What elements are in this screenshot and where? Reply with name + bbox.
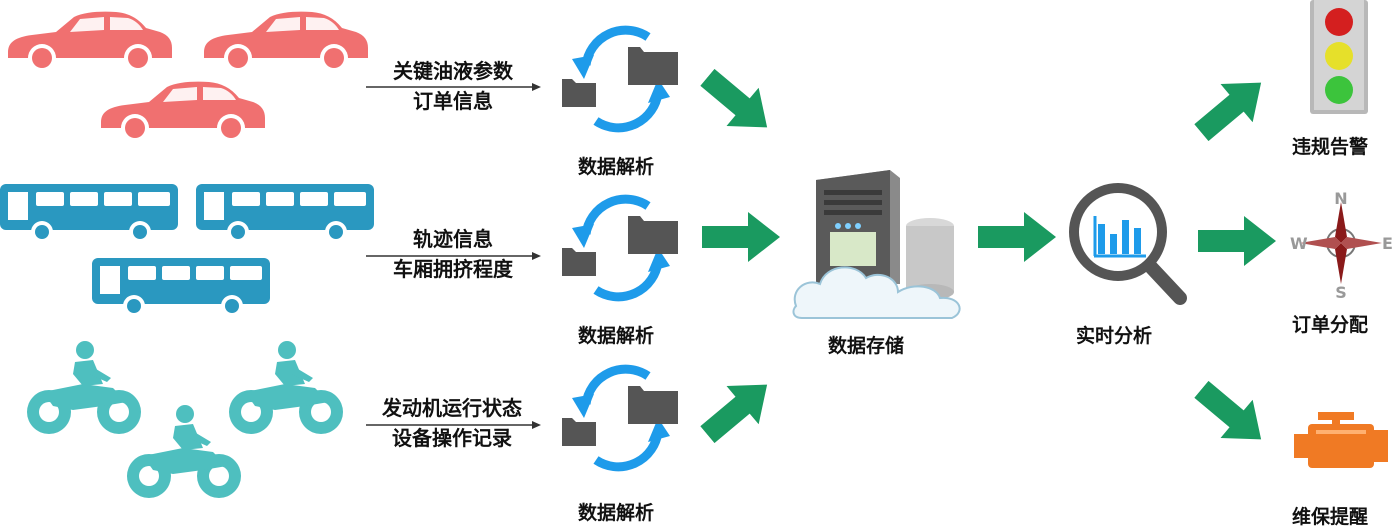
data-parse-icon <box>558 25 688 135</box>
compass-n: N <box>1334 189 1347 208</box>
source-label-1: 关键油液参数 订单信息 <box>368 56 538 116</box>
car-icon <box>200 8 370 73</box>
motorcycle-icon <box>118 404 248 504</box>
analysis-label: 实时分析 <box>1076 325 1153 347</box>
compass-s: S <box>1335 283 1347 302</box>
compass-w: W <box>1290 234 1308 253</box>
thin-arrow <box>366 83 541 91</box>
flow-arrow <box>691 364 784 454</box>
flow-arrow <box>691 58 784 148</box>
flow-arrow <box>1198 216 1278 266</box>
thin-arrow <box>366 252 541 260</box>
source-label-3: 发动机运行状态 设备操作记录 <box>362 393 542 453</box>
flow-arrow <box>978 212 1058 262</box>
output-label-maintenance: 维保提醒 <box>1292 506 1369 528</box>
car-icon <box>97 78 267 143</box>
data-parse-icon <box>558 364 688 474</box>
parse-label: 数据解析 <box>578 325 655 347</box>
source-line: 订单信息 <box>413 89 493 113</box>
source-line: 设备操作记录 <box>392 426 512 450</box>
data-parse-icon <box>558 194 688 304</box>
storage-label: 数据存储 <box>828 335 905 357</box>
source-line: 轨迹信息 <box>413 227 493 251</box>
thin-arrow <box>366 421 541 429</box>
analysis-magnifier-icon <box>1069 183 1187 305</box>
parse-label: 数据解析 <box>578 156 655 178</box>
car-icon <box>4 8 174 73</box>
traffic-light-icon <box>1310 0 1368 114</box>
bus-icon <box>92 258 272 318</box>
flow-arrow <box>702 212 782 262</box>
source-line: 发动机运行状态 <box>382 396 522 420</box>
compass-icon: N S W E <box>1290 189 1393 302</box>
source-line: 车厢拥挤程度 <box>393 257 513 281</box>
data-storage-icon <box>792 170 961 319</box>
bus-icon <box>196 184 376 244</box>
engine-icon <box>1294 412 1388 468</box>
source-line: 关键油液参数 <box>393 59 513 83</box>
bus-icon <box>0 184 180 244</box>
output-label-dispatch: 订单分配 <box>1292 314 1369 336</box>
flow-arrow <box>1185 62 1278 152</box>
source-label-2: 轨迹信息 车厢拥挤程度 <box>368 224 538 284</box>
parse-label: 数据解析 <box>578 502 655 524</box>
output-label-alarm: 违规告警 <box>1292 136 1369 158</box>
flow-arrow <box>1185 370 1278 460</box>
compass-e: E <box>1382 234 1393 253</box>
